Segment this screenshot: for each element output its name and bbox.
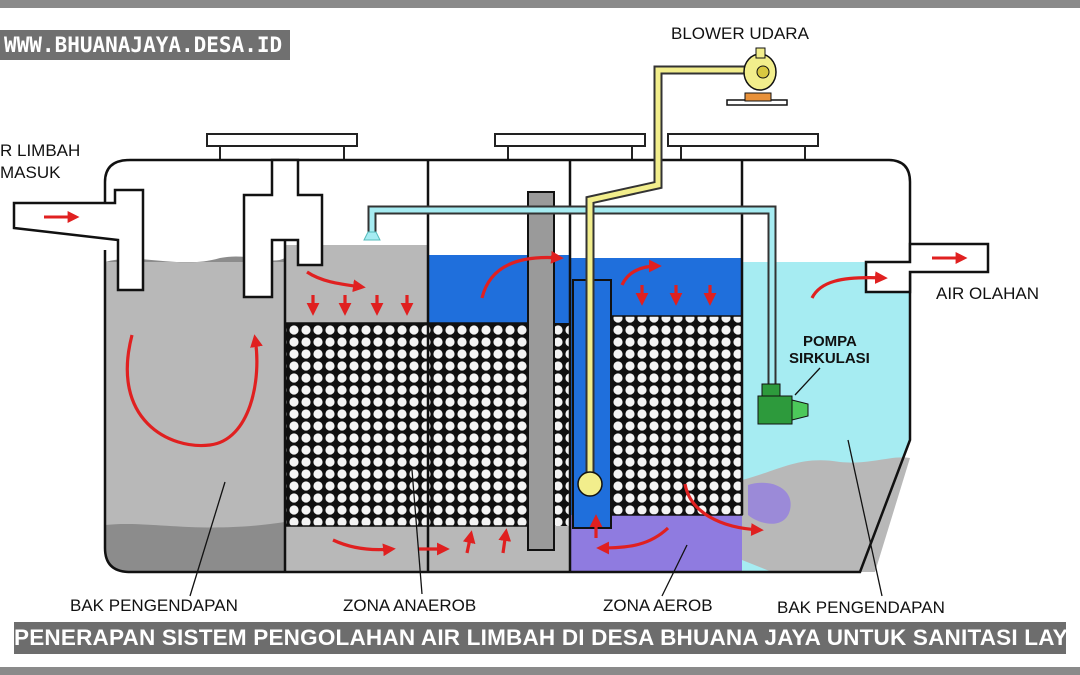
aerobic-zone-label: ZONA AEROB	[603, 596, 713, 615]
leader-lines	[189, 367, 883, 597]
caption-banner: PENERAPAN SISTEM PENGOLAHAN AIR LIMBAH D…	[14, 622, 1066, 654]
pump-label-line1: POMPA	[803, 333, 857, 350]
pump-icon	[757, 383, 809, 425]
bottom-frame-border	[0, 667, 1080, 675]
filter-media	[284, 315, 743, 527]
air-pipe	[587, 67, 755, 480]
circulation-pipe	[369, 207, 775, 388]
spray-nozzle	[363, 231, 381, 241]
top-frame-border	[0, 0, 1080, 8]
inlet-label-line2: MASUK	[0, 163, 61, 182]
pump-label-line2: SIRKULASI	[789, 350, 870, 367]
website-watermark: WWW.BHUANAJAYA.DESA.ID	[0, 30, 291, 60]
settling-tank-1-label: BAK PENGENDAPAN	[70, 596, 238, 615]
manhole-covers	[206, 133, 819, 161]
settling-tank-2-label: BAK PENGENDAPAN	[777, 598, 945, 617]
air-diffuser	[577, 471, 603, 497]
riser-pipe	[527, 191, 555, 551]
flow-arrows	[125, 250, 888, 557]
inlet-pipe	[12, 188, 145, 292]
blower-label: BLOWER UDARA	[671, 24, 810, 43]
outlet-label: AIR OLAHAN	[936, 284, 1039, 303]
inlet-label-line1: R LIMBAH	[0, 141, 80, 160]
anaerobic-zone-label: ZONA ANAEROB	[343, 596, 476, 615]
outlet-pipe	[864, 242, 990, 294]
tank-outline	[103, 158, 912, 574]
blower-icon	[726, 47, 788, 106]
t-baffle	[242, 158, 324, 299]
